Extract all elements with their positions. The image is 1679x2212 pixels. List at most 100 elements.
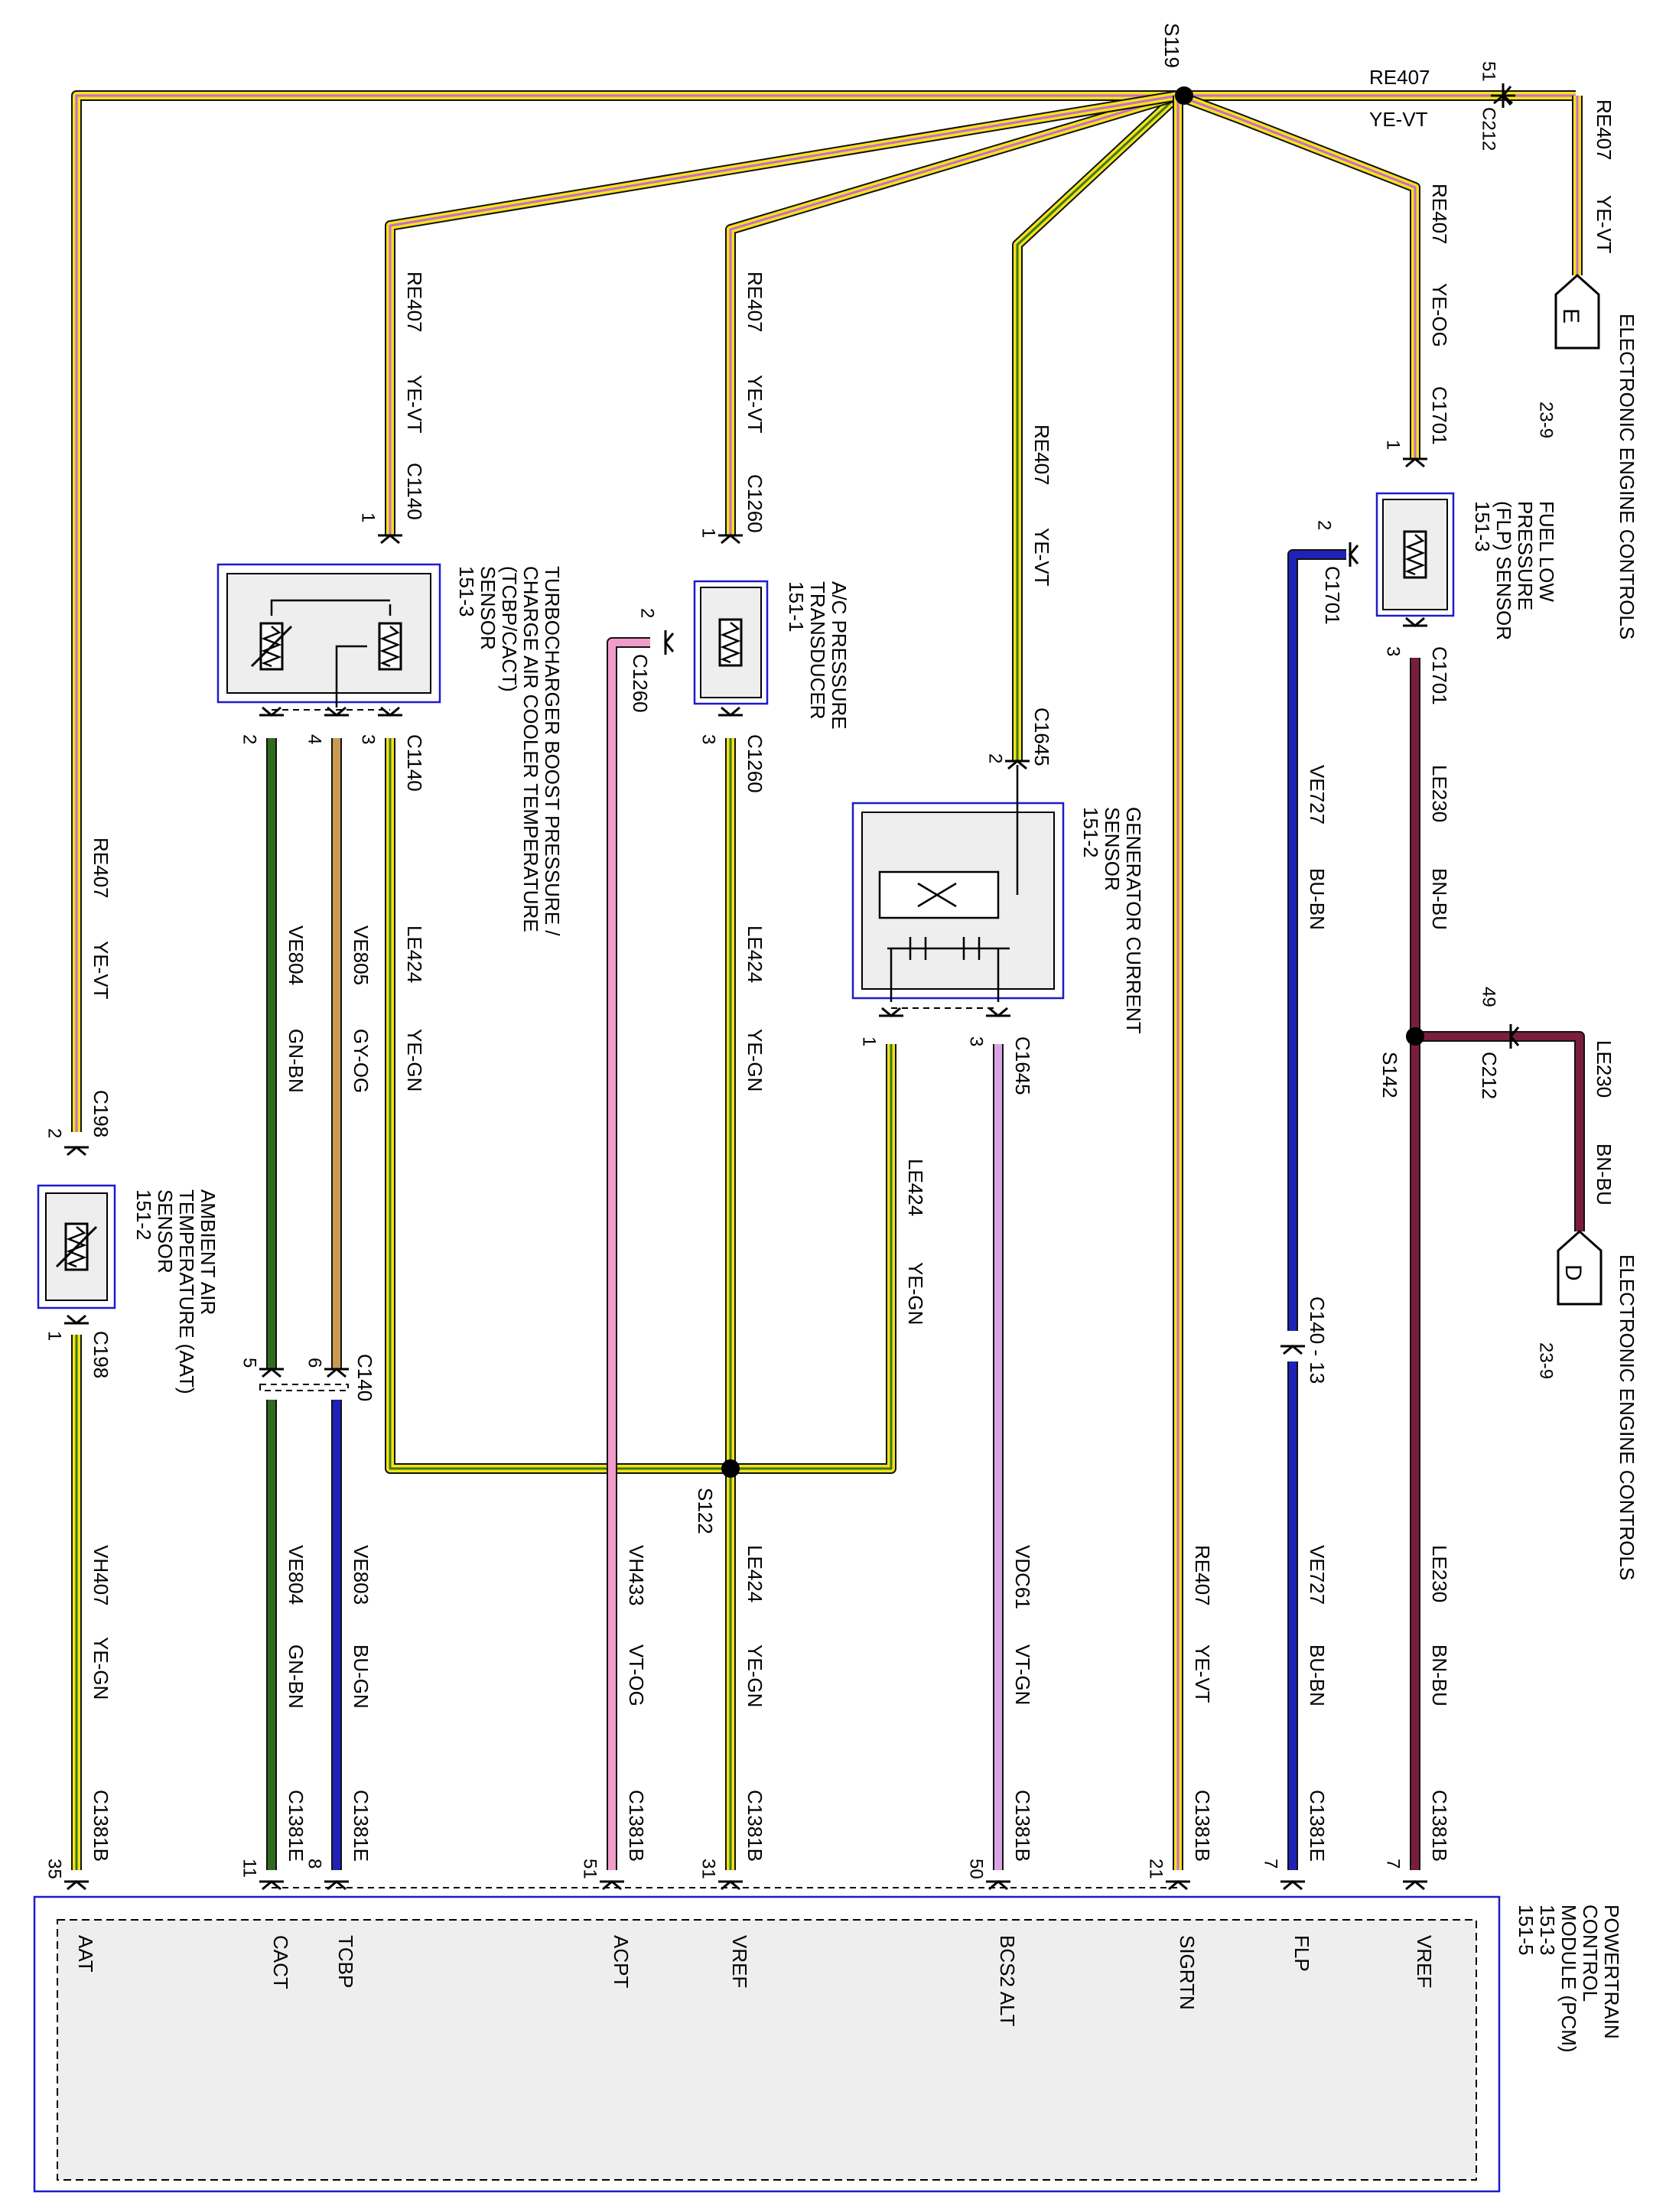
c198-pin2 — [64, 1146, 89, 1156]
aat-title-line: TEMPERATURE (AAT) — [175, 1189, 198, 1394]
pcm-pin-num-bcs2: 50 — [966, 1859, 987, 1879]
pcm-title-line: POWERTRAIN — [1600, 1905, 1623, 2039]
ece-d-conn: C212 — [1478, 1052, 1501, 1099]
c1260-pin3 — [718, 706, 743, 717]
aat-sig-circ: VH407 — [89, 1545, 112, 1606]
splice-s122 — [721, 1459, 740, 1478]
s122-label: S122 — [694, 1488, 717, 1534]
ece-d-connector-letter: D — [1560, 1264, 1586, 1281]
gcs-feed-conn: C1645 — [1030, 708, 1053, 766]
tr-color: YE-VT — [1369, 108, 1428, 131]
c140-13 — [1280, 1345, 1305, 1355]
sigrtn-col: YE-VT — [1191, 1644, 1214, 1703]
pcm-pin-conn-bcs2: C1381B — [1011, 1790, 1034, 1862]
aat-feed-col: YE-VT — [89, 941, 112, 1000]
pcm-pin-label-vref2: VREF — [1413, 1935, 1436, 1988]
tcbp-low-circ: VE803 — [350, 1545, 373, 1605]
wire-ve727-up — [1287, 549, 1346, 1331]
ece-e-circ: RE407 — [1593, 99, 1616, 161]
pcm-pin-conn-cact: C1381E — [285, 1790, 307, 1862]
wire-le424-gcs — [730, 1044, 896, 1474]
flp-low-col: BU-BN — [1306, 1644, 1329, 1706]
shapes-layer — [33, 83, 1603, 2193]
ece-d-col: BN-BU — [1593, 1143, 1616, 1205]
ece-d-page: 23-9 — [1536, 1342, 1557, 1379]
tcbp-up-circ: VE805 — [350, 925, 373, 985]
tcbp-feed-pin: 1 — [358, 512, 379, 522]
gcs-feed-col: YE-VT — [1030, 528, 1053, 587]
flp-feed-circ: RE407 — [1428, 184, 1451, 245]
ece-d-circ: LE230 — [1593, 1040, 1616, 1098]
pcm-pin-num-sigrtn: 21 — [1146, 1859, 1167, 1879]
ece-e-page: 23-9 — [1536, 402, 1557, 438]
acp-feed-circ: RE407 — [744, 272, 766, 333]
aat-title-line: 151-2 — [132, 1189, 155, 1241]
acp-sig-circ: VH433 — [625, 1545, 648, 1606]
acp-gnd-col: YE-GN — [744, 1029, 766, 1091]
pcm-pin-label-vref: VREF — [728, 1935, 751, 1988]
vref-low-circ: LE424 — [744, 1545, 766, 1602]
tcbp-title-line: TURBOCHARGER BOOST PRESSURE / — [541, 566, 564, 936]
pcm-pin-num-vref2: 7 — [1383, 1859, 1404, 1869]
gcs-sig-col: VT-GN — [1011, 1644, 1034, 1705]
c1260-pin1 — [718, 534, 743, 545]
pcm-title-line: 151-3 — [1536, 1905, 1559, 1956]
pcm-title-line: CONTROL — [1579, 1905, 1602, 2002]
c1140-pin2 — [259, 706, 284, 717]
acp-element — [718, 618, 743, 667]
pcm-pin-num-vref: 31 — [698, 1859, 719, 1879]
flp-up-pin: 2 — [1314, 520, 1335, 530]
acp-gnd-circ: LE424 — [744, 925, 766, 983]
acp-gnd-pin: 3 — [698, 734, 719, 744]
pcm-pin-num-tcbp: 8 — [304, 1859, 325, 1869]
ece-d-title: ELECTRONIC ENGINE CONTROLS — [1616, 1254, 1638, 1580]
aat-feed-pin: 2 — [44, 1128, 65, 1138]
c198-pin1 — [64, 1314, 89, 1325]
pcm-title-line: MODULE (PCM) — [1557, 1905, 1580, 2053]
pcm-pin-label-sigrtn: SIGRTN — [1176, 1935, 1199, 2010]
pcm-pin-arrow-2 — [324, 1880, 349, 1891]
gcs-gnd-pin: 1 — [859, 1036, 880, 1046]
aat-feed-conn: C198 — [89, 1090, 112, 1137]
wire-le230-d — [1415, 1031, 1585, 1231]
pcm-pin-conn-vref2: C1381B — [1428, 1790, 1451, 1862]
acp-sig-col: VT-OG — [625, 1644, 648, 1706]
wire-re407-tcbp — [385, 90, 1180, 535]
cact-low-circ: VE804 — [285, 1545, 307, 1605]
gcs-title-line: 151-2 — [1079, 807, 1102, 858]
flp-low-circ: VE727 — [1306, 1545, 1329, 1605]
c212-arrow-h — [1502, 83, 1512, 108]
tcbp-low-col: BU-GN — [350, 1644, 373, 1709]
splice-s142 — [1406, 1027, 1424, 1046]
tcbp-up-pin: 4 — [304, 734, 325, 744]
pcm-pin-label-aat: AAT — [74, 1935, 97, 1973]
wire-re407-aat — [71, 90, 1178, 1132]
ece-e-connector — [1554, 273, 1600, 350]
flp-title-line: 151-3 — [1471, 501, 1494, 552]
sigrtn-circ: RE407 — [1191, 1545, 1214, 1606]
wire-vh433 — [607, 637, 650, 1870]
vref-r-col: BN-BU — [1428, 868, 1451, 930]
vref-r-circ: LE230 — [1428, 765, 1451, 822]
vref-r-conn: C1701 — [1428, 646, 1451, 705]
pcm-pin-conn-acpt: C1381B — [625, 1790, 648, 1862]
tcbp-sensor — [216, 563, 441, 704]
pcm-pin-arrow-6 — [1166, 1880, 1190, 1891]
tcbp-gnd-pin: 3 — [358, 734, 379, 744]
pcm-pin-num-aat: 35 — [44, 1859, 65, 1879]
acp-title-line: 151-1 — [785, 581, 808, 633]
acp-gnd-conn: C1260 — [744, 734, 766, 793]
tcbp-title-line: 151-3 — [455, 566, 478, 617]
flp-title-line: PRESSURE — [1514, 501, 1537, 610]
acp-title-line: TRANSDUCER — [806, 581, 829, 720]
c140-pin5 — [259, 1368, 284, 1378]
pcm-module — [33, 1895, 1501, 2193]
gcs-sig-circ: VDC61 — [1011, 1545, 1034, 1609]
tcbp-gnd-circ: LE424 — [403, 925, 426, 983]
gcs-title-line: GENERATOR CURRENT — [1122, 807, 1145, 1034]
s142-label: S142 — [1378, 1052, 1401, 1098]
gcs-title-line: SENSOR — [1101, 807, 1124, 891]
gcs-hall-element — [878, 870, 1000, 919]
aat-sig-conn: C198 — [89, 1331, 112, 1378]
